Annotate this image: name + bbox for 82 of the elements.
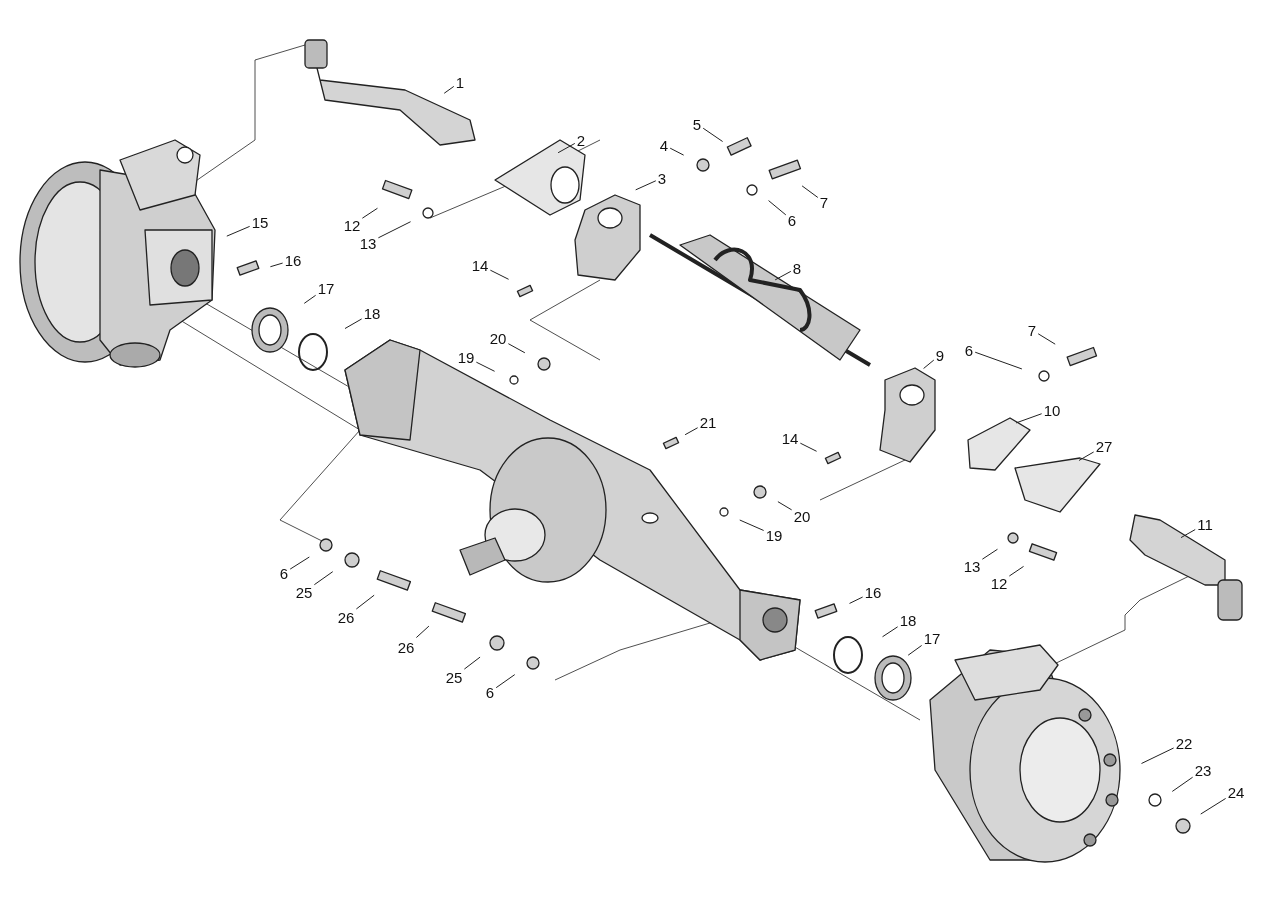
callout-number: 3 (657, 169, 667, 187)
callout-number: 10 (1043, 401, 1061, 419)
callout-number: 26 (337, 608, 355, 626)
leader-line (882, 626, 899, 638)
leader-line (361, 207, 378, 219)
callout-number: 6 (964, 341, 974, 359)
leader-line (768, 200, 787, 216)
callout-number: 17 (923, 629, 941, 647)
leader-line (303, 294, 317, 304)
leader-line (344, 318, 363, 329)
leader-line (684, 427, 699, 436)
callout-number: 9 (935, 346, 945, 364)
callout-number: 27 (1095, 437, 1113, 455)
callout-number: 24 (1227, 783, 1245, 801)
leader-line (226, 225, 251, 237)
callout-number: 6 (279, 564, 289, 582)
callout-number: 22 (1175, 734, 1193, 752)
leader-line (355, 594, 375, 610)
callout-number: 17 (317, 279, 335, 297)
leader-line (489, 269, 510, 280)
callout-number: 6 (485, 683, 495, 701)
leader-line (1180, 529, 1196, 539)
callout-number: 18 (899, 611, 917, 629)
leader-line (557, 142, 576, 154)
leader-line (907, 644, 923, 656)
leader-line (635, 180, 657, 191)
callout-number: 5 (692, 115, 702, 133)
callout-number: 21 (699, 413, 717, 431)
callout-number: 13 (963, 557, 981, 575)
leader-line (1078, 451, 1095, 461)
callout-number: 14 (471, 256, 489, 274)
callout-number: 6 (787, 211, 797, 229)
leader-line (801, 185, 819, 198)
leader-line (1015, 413, 1043, 424)
callout-number: 7 (1027, 321, 1037, 339)
callout-number: 18 (363, 304, 381, 322)
leader-line (463, 656, 481, 670)
leader-line (669, 147, 685, 156)
leader-line (377, 221, 412, 239)
leader-line (974, 351, 1023, 370)
leader-line (495, 674, 516, 689)
callout-number: 16 (864, 583, 882, 601)
callout-number: 19 (457, 348, 475, 366)
callout-number: 12 (343, 216, 361, 234)
leader-line (1008, 565, 1025, 577)
leader-line (799, 442, 818, 452)
callout-number: 25 (295, 583, 313, 601)
callout-number: 7 (819, 193, 829, 211)
leader-line (507, 343, 526, 354)
callout-number: 25 (445, 668, 463, 686)
callout-number: 20 (793, 507, 811, 525)
callout-number: 13 (359, 234, 377, 252)
leader-line (1171, 776, 1194, 792)
leader-line (289, 556, 310, 570)
leader-line (269, 262, 284, 268)
callout-number: 16 (284, 251, 302, 269)
leader-line (1200, 797, 1227, 815)
leader-line (777, 501, 793, 511)
callout-number: 12 (990, 574, 1008, 592)
leader-line (739, 519, 765, 531)
leader-line (849, 596, 864, 604)
leader-line (443, 85, 455, 94)
callout-number: 14 (781, 429, 799, 447)
leader-line (313, 571, 334, 586)
callout-number: 8 (792, 259, 802, 277)
callout-number: 11 (1197, 515, 1213, 533)
callout-number: 4 (659, 136, 669, 154)
leader-line (702, 127, 724, 143)
callout-number: 1 (455, 73, 465, 91)
callout-number: 19 (765, 526, 783, 544)
leader-line (774, 270, 792, 281)
callout-number: 20 (489, 329, 507, 347)
callout-number: 15 (251, 213, 269, 231)
leader-line (1141, 747, 1175, 764)
callout-number: 26 (397, 638, 415, 656)
callout-number: 23 (1194, 761, 1212, 779)
leader-line (415, 625, 430, 639)
callout-number: 2 (576, 131, 586, 149)
leader-line (981, 548, 998, 560)
leader-line (1037, 333, 1056, 345)
leader-line (923, 359, 935, 369)
leader-line (475, 361, 496, 372)
